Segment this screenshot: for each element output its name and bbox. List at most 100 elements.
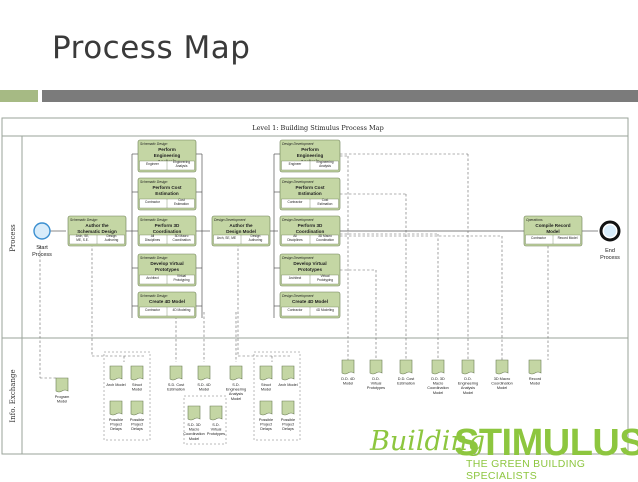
document-icon — [169, 365, 183, 381]
info-label-line: 3D Macro — [494, 377, 510, 381]
node-sub-left: Architect — [289, 276, 302, 280]
document-icon — [281, 365, 295, 381]
node-title-line: Estimation — [298, 191, 322, 196]
info-label-line: Model — [199, 388, 209, 392]
brand-word-stimulus: STIMULUS — [454, 422, 638, 464]
info-label-line: S.D. 3D — [187, 423, 201, 427]
node-sub-right: Prototyping — [317, 278, 333, 282]
info-document[interactable]: Arch Model — [106, 365, 126, 387]
node-stage: Schematic Design — [140, 218, 167, 222]
node-sub-left: Disciplines — [287, 238, 303, 242]
info-group-outline — [183, 395, 227, 445]
node-sub-left: Contractor — [288, 200, 304, 204]
node-dd-1[interactable]: Design DevelopmentPerformEngineeringAnal… — [279, 139, 341, 173]
info-label-line: S.D. 4D — [197, 383, 211, 387]
accent-bar-green — [0, 90, 38, 102]
node-stage: Design Development — [214, 218, 247, 222]
node-sub-right: Cost — [178, 198, 185, 202]
node-sub-right: Authoring — [105, 238, 119, 242]
info-label-line: S.D. — [232, 383, 239, 387]
info-label-line: Model — [132, 388, 142, 392]
node-sub-right: Virtual — [177, 274, 186, 278]
info-label-line: Engineering — [458, 382, 478, 386]
document-icon — [495, 359, 509, 375]
node-sub-right: Engineering — [173, 160, 190, 164]
node-sd-1[interactable]: Schematic DesignPerformEngineeringAnalys… — [137, 139, 197, 173]
document-icon — [109, 365, 123, 381]
node-title-line: Perform 3D — [155, 223, 180, 228]
info-label-line: Possible — [259, 418, 273, 422]
node-sub-left: Arch, SE, — [76, 234, 90, 238]
info-label-line: Prototypes — [367, 386, 385, 390]
node-sub-right: Coordination — [172, 238, 190, 242]
node-sub-right: 3D Macro — [318, 234, 332, 238]
info-label-line: Coordination — [491, 382, 513, 386]
node-sub-right: Cost — [322, 198, 329, 202]
info-label-line: Estimation — [397, 382, 415, 386]
node-sub-left: Contractor — [288, 308, 304, 312]
document-icon — [209, 405, 223, 421]
node-title-line: Estimation — [155, 191, 179, 196]
node-sub-right: 4D Modeling — [316, 308, 334, 312]
info-label-line: D.D. — [372, 377, 380, 381]
info-label-line: Arch Model — [278, 383, 297, 387]
info-label-line: Project — [282, 423, 295, 427]
node-title-line: Develop Virtual — [293, 261, 326, 266]
node-sub-right: Analysis — [319, 164, 331, 168]
info-flows — [39, 153, 549, 379]
node-title-line: Prototypes — [155, 267, 179, 272]
info-label-line: Model — [343, 382, 353, 386]
node-sub-left: Engineer — [146, 162, 160, 166]
info-label-line: Macro — [189, 428, 200, 432]
lane-label-process: Process — [9, 224, 17, 252]
node-stage: Schematic Design — [70, 218, 97, 222]
node-stage: Operations — [526, 218, 543, 222]
node-title-line: Perform 3D — [298, 223, 323, 228]
node-title-line: Compile Record — [535, 223, 570, 228]
info-label-line: D.D. — [464, 377, 472, 381]
node-stage: Schematic Design — [140, 294, 167, 298]
node-sub-right: Virtual — [321, 274, 330, 278]
document-icon — [341, 359, 355, 375]
node-title-line: Coordination — [153, 229, 182, 234]
start-event-icon[interactable] — [33, 222, 51, 240]
document-icon — [461, 359, 475, 375]
brand-tagline: THE GREEN BUILDING SPECIALISTS — [466, 458, 586, 482]
node-title-line: Perform — [301, 147, 319, 152]
info-document[interactable]: Arch Model — [278, 365, 298, 387]
node-sub-right: Analysis — [176, 164, 188, 168]
document-icon — [528, 359, 542, 375]
accent-bar-gray — [42, 90, 638, 102]
document-icon — [431, 359, 445, 375]
